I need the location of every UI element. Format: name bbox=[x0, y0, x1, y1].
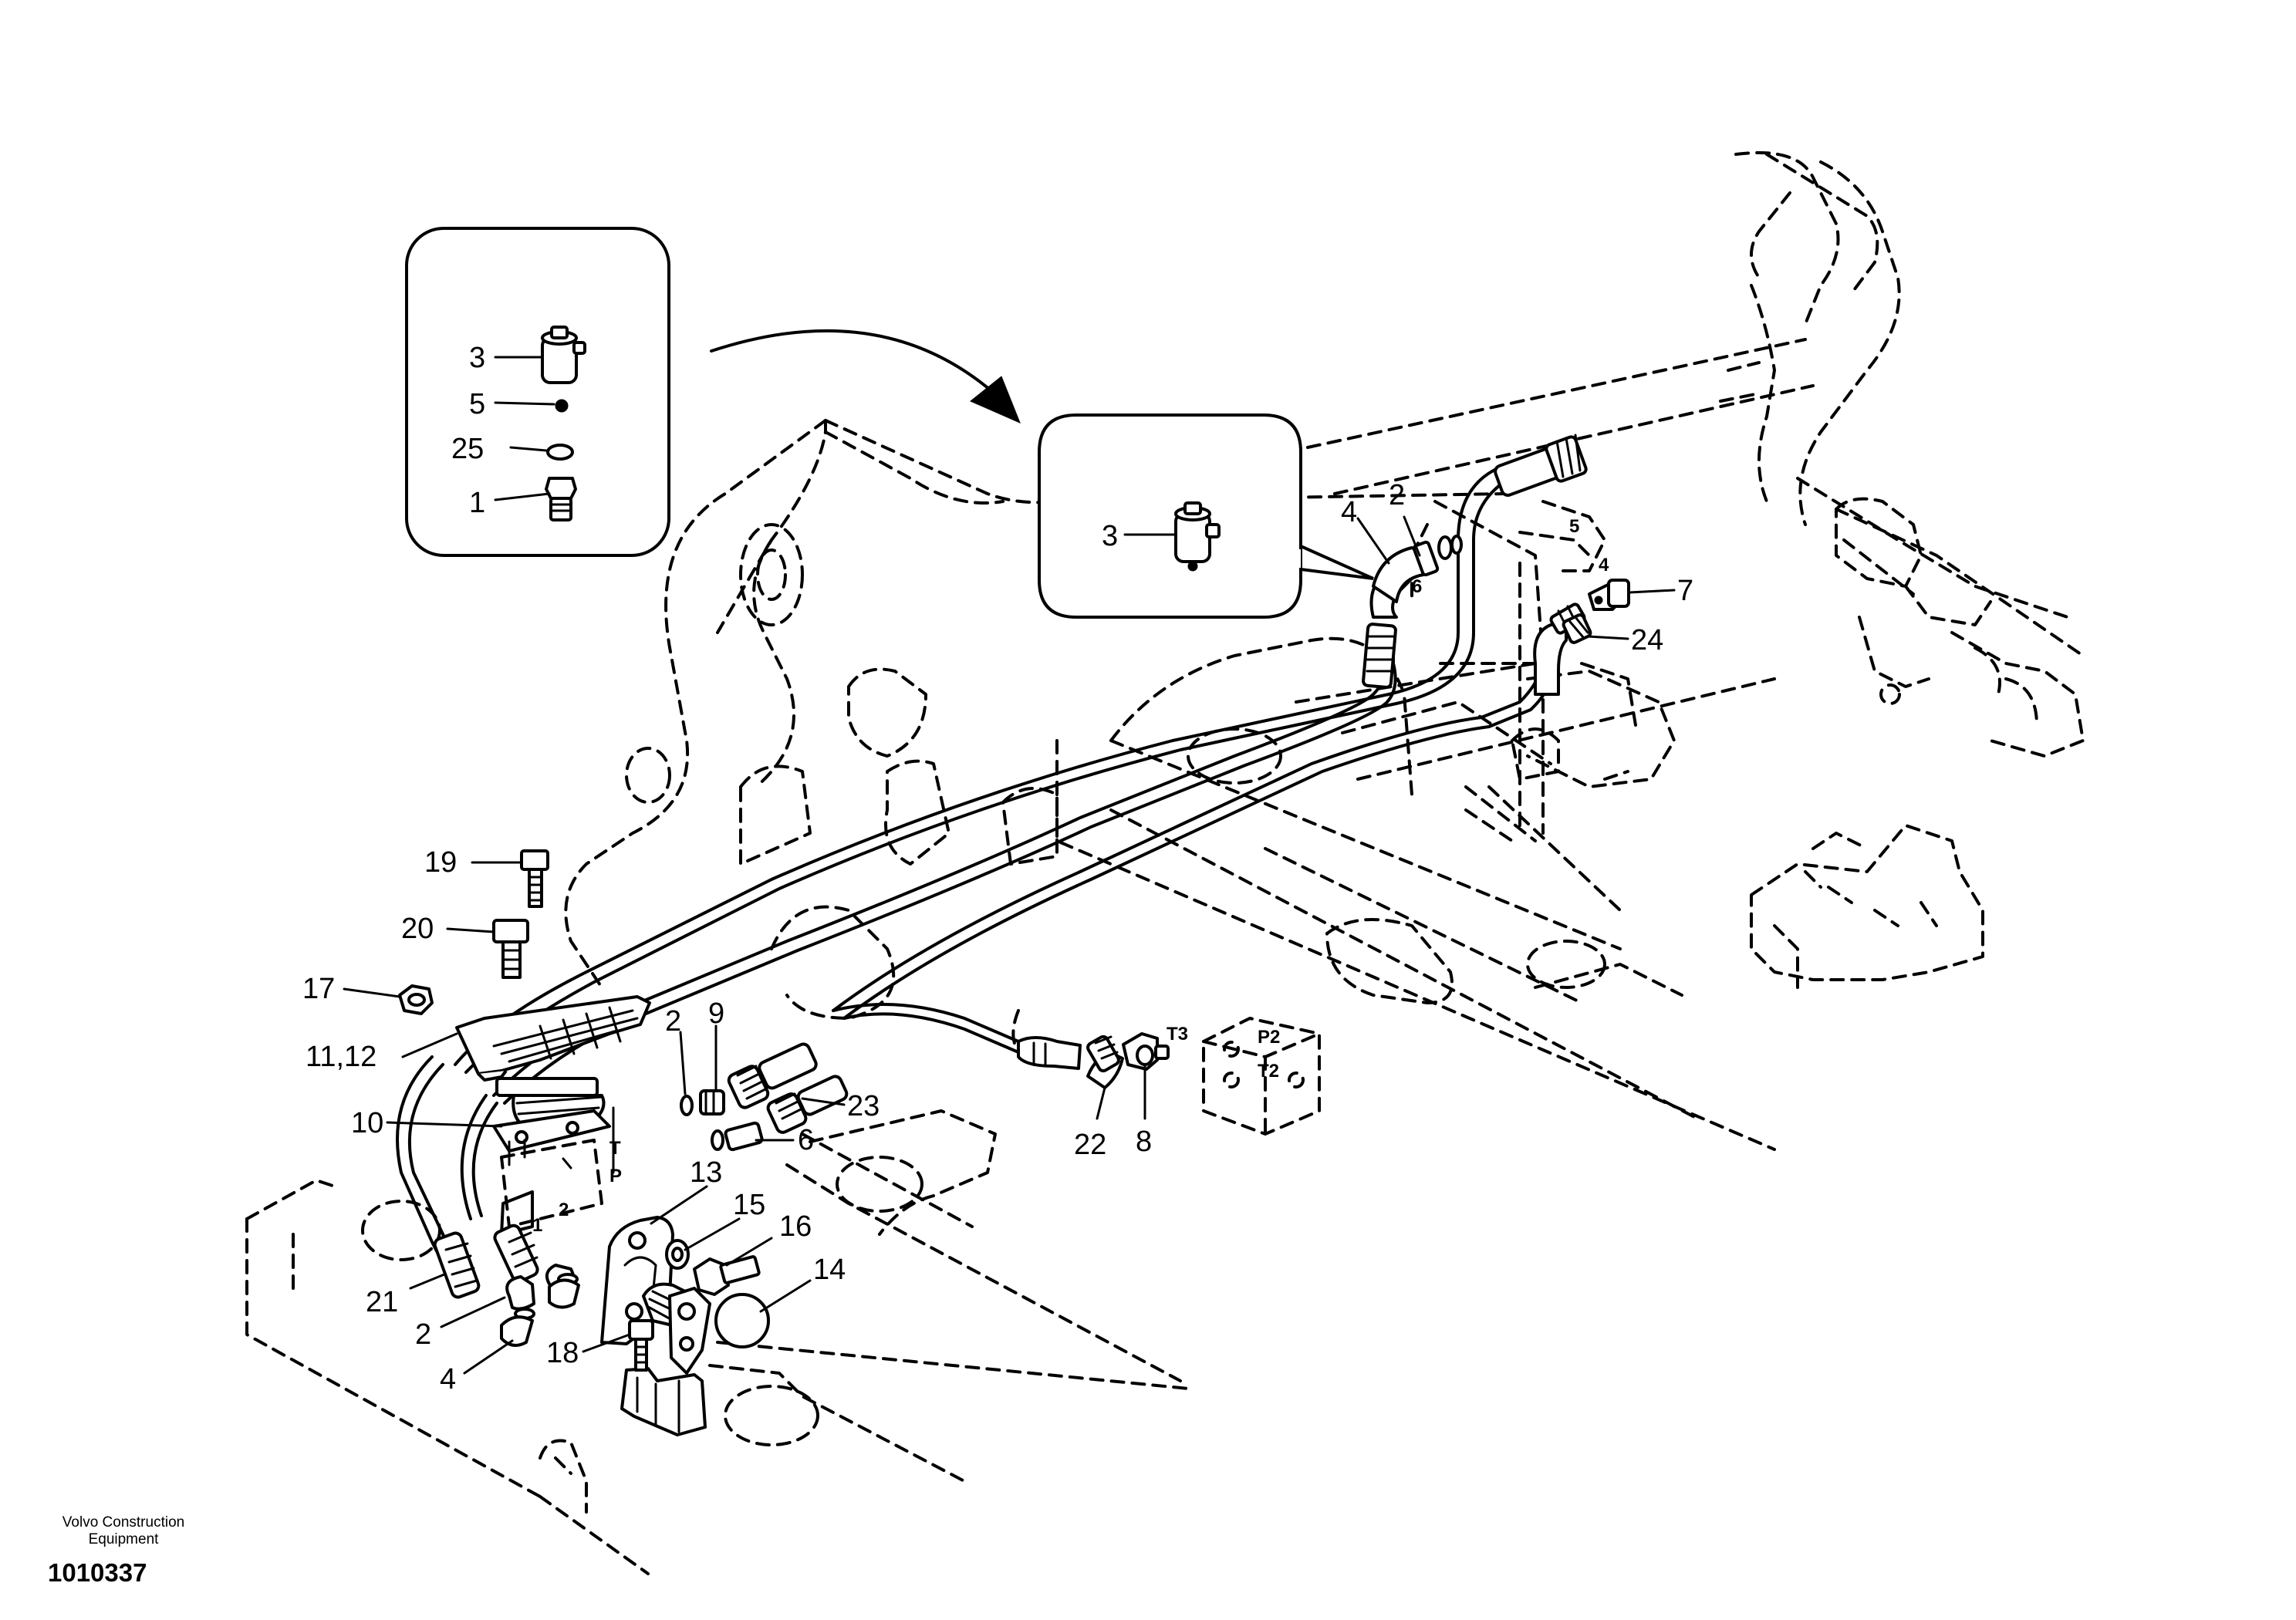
inset-box-right bbox=[1038, 413, 1374, 619]
callout-label: 8 bbox=[1136, 1126, 1152, 1158]
lever-14 bbox=[620, 1282, 770, 1436]
port-valve-block bbox=[1202, 1017, 1321, 1136]
right-valve-block bbox=[1295, 500, 1676, 842]
callout-label: 2 bbox=[665, 1005, 681, 1038]
callout-label: 16 bbox=[779, 1210, 812, 1243]
company-name: Volvo Construction Equipment bbox=[62, 1514, 185, 1547]
callout-label: 25 bbox=[451, 433, 484, 465]
inset-right-part bbox=[1174, 501, 1221, 572]
port-label: T bbox=[609, 1138, 621, 1159]
callout-label: 13 bbox=[690, 1156, 722, 1189]
pedal-hose-fittings bbox=[433, 1223, 580, 1347]
port-label: T3 bbox=[1167, 1024, 1188, 1045]
callout-label: 18 bbox=[546, 1337, 579, 1369]
callout-label: 20 bbox=[401, 913, 434, 945]
hose-fitting-top bbox=[1494, 434, 1588, 497]
bolt-20 bbox=[492, 919, 529, 979]
callout-label: 2 bbox=[1389, 479, 1405, 511]
callout-label: 6 bbox=[1412, 576, 1422, 597]
inset-left-labels: 3 5 25 1 bbox=[451, 342, 485, 519]
upper-right-frame bbox=[1719, 151, 2085, 657]
callout-label: 1 bbox=[469, 487, 485, 519]
callout-label: 17 bbox=[302, 973, 335, 1005]
callout-label: 4 bbox=[440, 1363, 456, 1396]
callout-label: 4 bbox=[1341, 496, 1357, 528]
port-labels: T3 P2 T2 T P bbox=[609, 1024, 1280, 1186]
callout-label: 1 bbox=[532, 1215, 542, 1236]
inset-right-labels: 3 bbox=[1102, 520, 1118, 552]
fitting-24 bbox=[1562, 613, 1592, 644]
callout-label: 11,12 bbox=[306, 1041, 376, 1073]
direction-arrow bbox=[710, 329, 1021, 424]
callout-label: 3 bbox=[469, 342, 485, 374]
callout-label: 2 bbox=[559, 1200, 569, 1220]
callout-label: 7 bbox=[1677, 575, 1693, 607]
leader-lines bbox=[343, 356, 1676, 1375]
document-number: 1010337 bbox=[48, 1558, 147, 1587]
pedal-assembly bbox=[455, 995, 651, 1236]
hose-fitting-right bbox=[1533, 602, 1586, 696]
callout-label: 6 bbox=[798, 1124, 814, 1156]
callout-label: 4 bbox=[1599, 555, 1609, 575]
nut-17 bbox=[398, 984, 434, 1015]
bolt-18 bbox=[628, 1319, 654, 1372]
bolt-19 bbox=[520, 849, 549, 908]
callout-label: 9 bbox=[708, 997, 724, 1030]
port-label: P2 bbox=[1258, 1027, 1280, 1048]
inset-box-left bbox=[405, 227, 670, 557]
callout-label: 23 bbox=[847, 1090, 880, 1122]
fittings-9-23-6 bbox=[680, 1042, 849, 1152]
washer-15 bbox=[665, 1239, 690, 1270]
callout-label: 15 bbox=[733, 1189, 765, 1221]
callout-label: 2 bbox=[415, 1318, 431, 1351]
callout-label: 5 bbox=[1569, 516, 1579, 537]
main-callout-labels: 4 2 6 5 4 7 24 19 20 17 11,12 10 2 9 23 … bbox=[302, 479, 1693, 1396]
fittings-22-8 bbox=[1017, 1032, 1170, 1089]
port-label: T2 bbox=[1258, 1061, 1279, 1082]
callout-label: 10 bbox=[351, 1107, 383, 1139]
upper-right-components bbox=[1835, 497, 2085, 758]
fitting-7 bbox=[1588, 579, 1630, 611]
callout-label: 21 bbox=[366, 1286, 398, 1318]
bolt-16 bbox=[693, 1255, 761, 1296]
callout-label: 19 bbox=[424, 846, 457, 879]
inset-left-parts bbox=[541, 326, 586, 521]
callout-label: 5 bbox=[469, 388, 485, 420]
port-label: P bbox=[609, 1166, 622, 1186]
lower-right-valve-block bbox=[1750, 824, 1984, 989]
callout-label: 3 bbox=[1102, 520, 1118, 552]
callout-label: 14 bbox=[813, 1254, 846, 1286]
callout-label: 22 bbox=[1074, 1129, 1106, 1161]
callout-label: 24 bbox=[1631, 624, 1663, 656]
